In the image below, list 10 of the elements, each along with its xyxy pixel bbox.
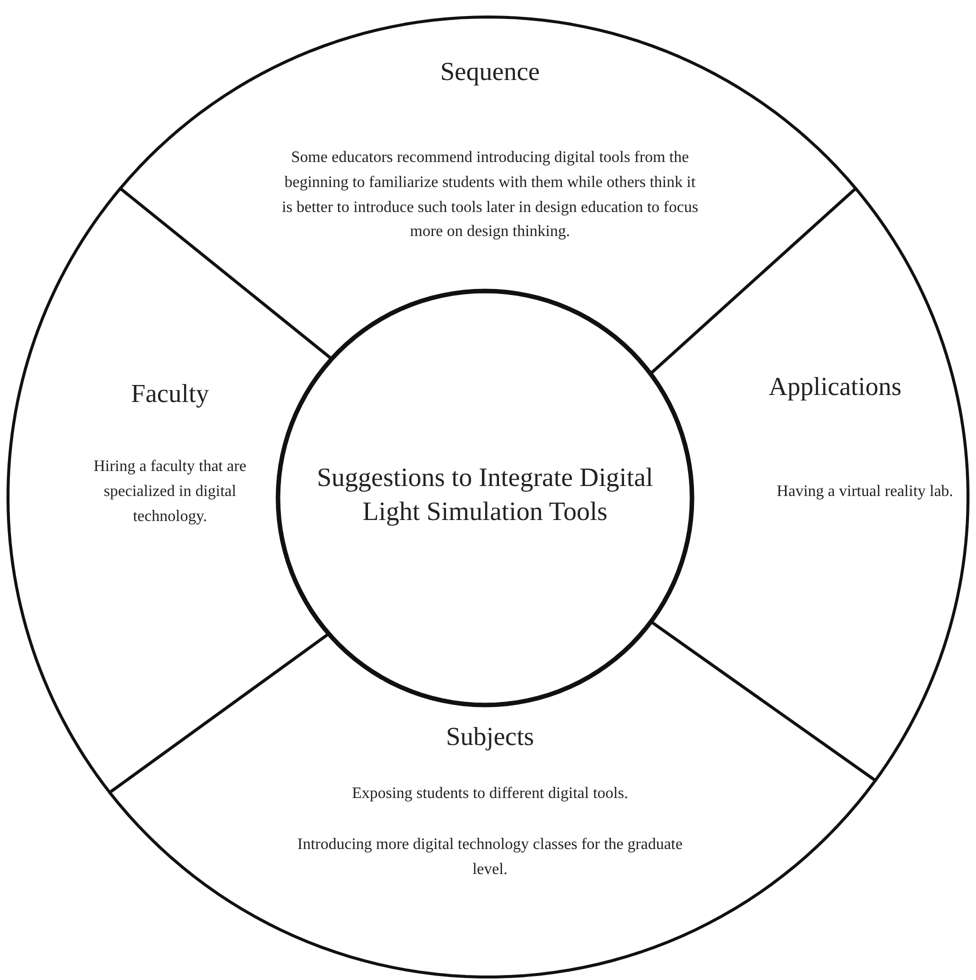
- center-title: Suggestions to Integrate Digital Light Simulation Tools: [316, 461, 654, 528]
- segment-text: Some educators recommend introducing digital tools from the beginning to familiarize students with them while others think it is better to introduce such tools later in design education to focus more on design thinking.: [280, 148, 700, 242]
- segment-text: Having a virtual reality lab.: [776, 482, 954, 502]
- segment-heading: Subjects: [444, 721, 536, 753]
- segment-text: Exposing students to different digital tools.: [350, 784, 630, 804]
- segment-text: Hiring a faculty that are specialized in digital technology.: [92, 457, 248, 527]
- segment-text: Introducing more digital technology classes for the graduate level.: [296, 835, 684, 880]
- segment-heading: Applications: [768, 371, 902, 403]
- segment-heading: Sequence: [439, 56, 541, 88]
- segment-heading: Faculty: [130, 378, 210, 410]
